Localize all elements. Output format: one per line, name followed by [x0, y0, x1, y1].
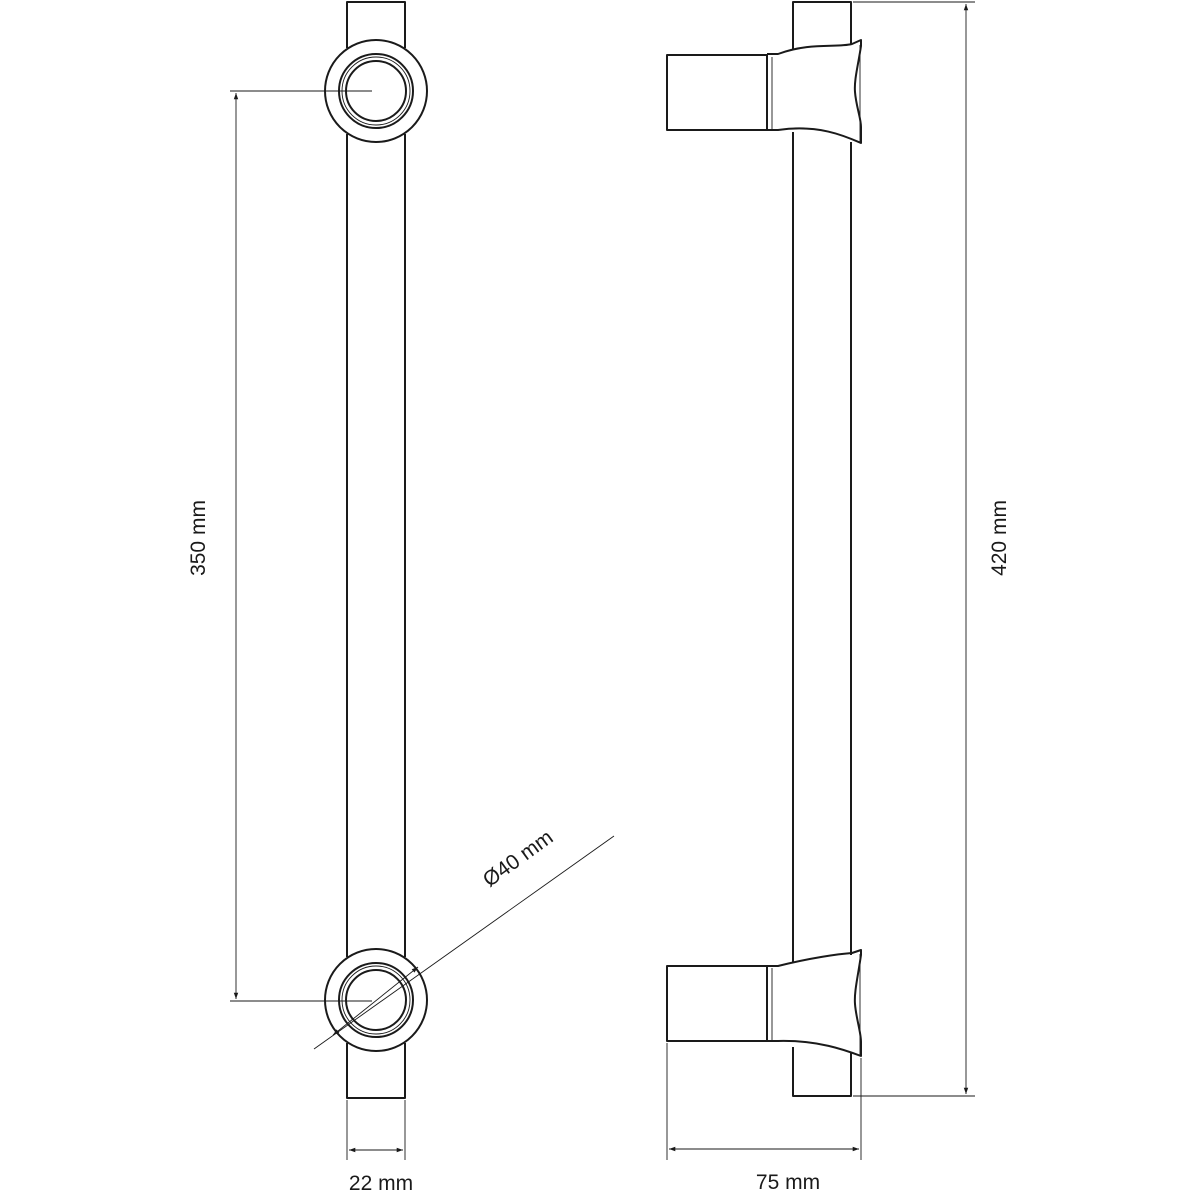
bar-diameter-dimension: 22 mm	[346, 1100, 413, 1195]
side-bar-middle	[792, 132, 852, 963]
front-rose-bottom	[324, 948, 428, 1052]
side-bar-bottom	[792, 1047, 852, 1097]
front-bar-top	[346, 1, 406, 48]
side-connector-top	[666, 39, 862, 144]
rose-diameter-label: Ø40 mm	[479, 826, 558, 892]
rose-diameter-dimension: Ø40 mm	[313, 826, 615, 1050]
projection-label: 75 mm	[756, 1171, 820, 1194]
total-length-label: 420 mm	[988, 500, 1011, 576]
front-view: 350 mm Ø40 mm 22 mm	[187, 1, 615, 1195]
front-bar-middle	[346, 134, 406, 957]
center-distance-label: 350 mm	[187, 500, 210, 576]
side-view: 420 mm 75 mm	[666, 1, 1011, 1194]
total-length-dimension: 420 mm	[853, 1, 1011, 1097]
side-connector-bottom	[666, 949, 862, 1057]
front-bar-bottom	[346, 1043, 406, 1099]
projection-dimension: 75 mm	[666, 1043, 862, 1194]
side-bar-top	[792, 1, 852, 50]
bar-diameter-label: 22 mm	[349, 1172, 413, 1195]
center-distance-dimension: 350 mm	[187, 90, 372, 1002]
